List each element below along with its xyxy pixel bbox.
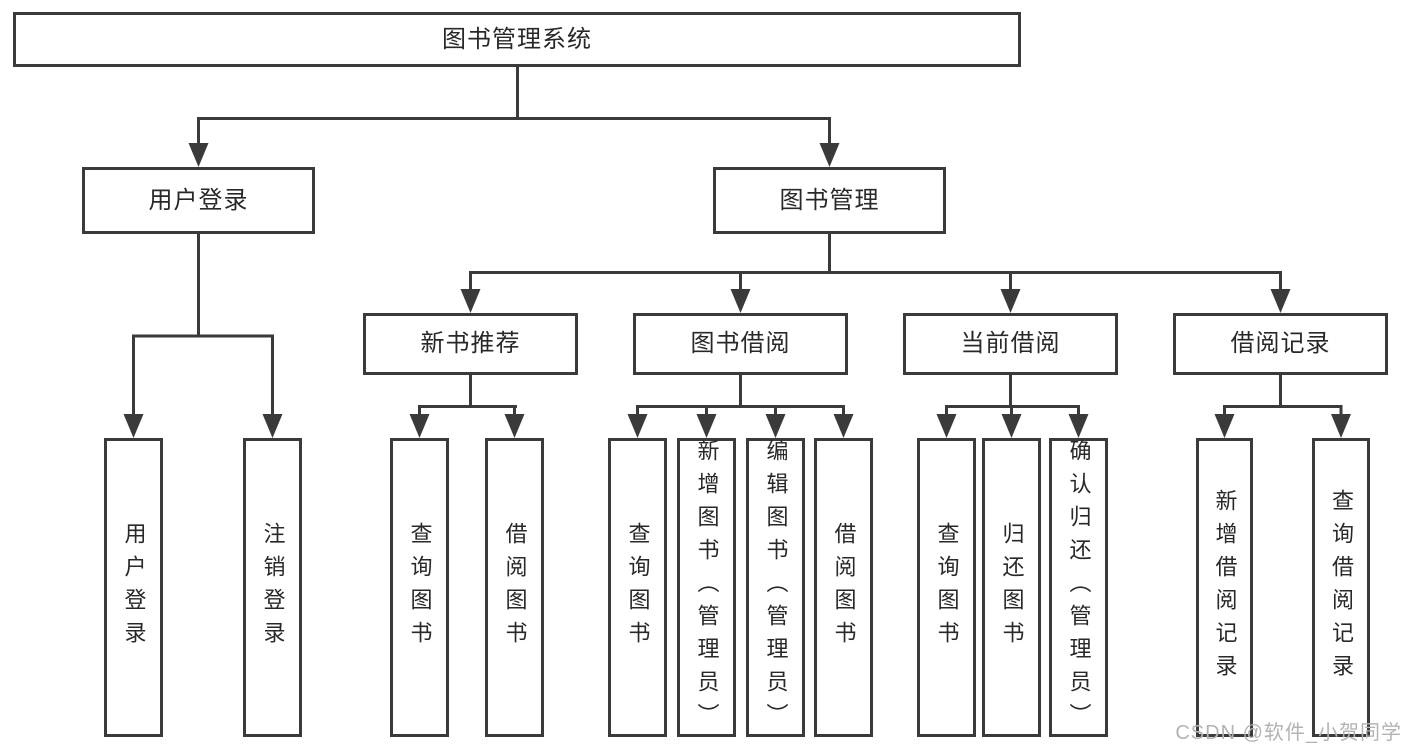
- leaf-borrow-books-recommend: 借阅图书: [485, 438, 544, 737]
- node-label: 查询图书: [407, 521, 433, 654]
- node-label: 图书管理系统: [442, 25, 592, 53]
- node-book-borrowing: 图书借阅: [633, 313, 848, 375]
- node-label: 用户登录: [148, 186, 249, 214]
- leaf-confirm-return-admin: 确认归还（管理员）: [1049, 438, 1108, 737]
- node-label: 用户登录: [121, 521, 147, 654]
- node-label: 确认归还（管理员）: [1066, 439, 1092, 736]
- leaf-return-books: 归还图书: [982, 438, 1041, 737]
- node-label: 查询图书: [934, 521, 960, 654]
- node-new-book-recommendation: 新书推荐: [363, 313, 578, 375]
- node-label: 新增借阅记录: [1212, 488, 1238, 687]
- node-label: 归还图书: [999, 521, 1025, 654]
- node-label: 当前借阅: [960, 330, 1061, 357]
- leaf-edit-books-admin: 编辑图书（管理员）: [746, 438, 805, 737]
- node-library-management-system: 图书管理系统: [13, 12, 1021, 67]
- leaf-logout: 注销登录: [243, 438, 302, 737]
- node-label: 借阅图书: [831, 521, 857, 654]
- leaf-borrow-books: 借阅图书: [814, 438, 873, 737]
- csdn-watermark: CSDN @软件_小贺同学: [1175, 722, 1402, 744]
- leaf-query-books-borrow: 查询图书: [608, 438, 667, 737]
- node-label: 注销登录: [260, 521, 286, 654]
- node-current-borrowing: 当前借阅: [903, 313, 1118, 375]
- node-label: 查询图书: [625, 521, 651, 654]
- node-label: 图书管理: [779, 186, 880, 214]
- node-label: 借阅图书: [502, 521, 528, 654]
- leaf-query-books-current: 查询图书: [917, 438, 976, 737]
- node-label: 新书推荐: [420, 330, 521, 357]
- leaf-query-books-recommend: 查询图书: [390, 438, 449, 737]
- node-label: 新增图书（管理员）: [694, 439, 720, 736]
- leaf-user-login: 用户登录: [104, 438, 163, 737]
- leaf-add-books-admin: 新增图书（管理员）: [677, 438, 736, 737]
- node-label: 图书借阅: [690, 330, 791, 357]
- node-label: 编辑图书（管理员）: [763, 439, 789, 736]
- node-user-login: 用户登录: [82, 167, 315, 234]
- node-label: 借阅记录: [1230, 330, 1331, 357]
- node-book-management: 图书管理: [713, 167, 946, 234]
- leaf-query-borrow-record: 查询借阅记录: [1312, 438, 1370, 737]
- node-label: 查询借阅记录: [1329, 488, 1354, 687]
- leaf-add-borrow-record: 新增借阅记录: [1196, 438, 1253, 737]
- node-borrowing-records: 借阅记录: [1173, 313, 1388, 375]
